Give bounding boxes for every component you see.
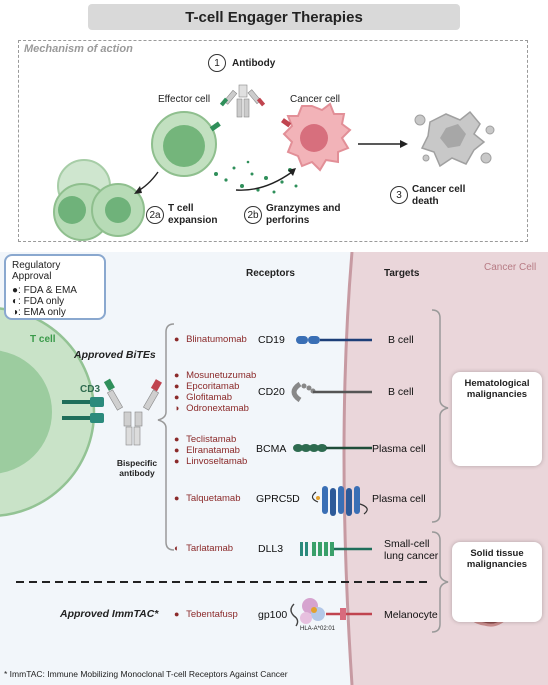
solid-tissue-card: Solid tissue malignancies bbox=[452, 542, 542, 622]
drug-entry: ● Blinatumomab bbox=[174, 334, 247, 345]
drug-entry: ● Epcoritamab bbox=[174, 381, 240, 392]
effector-cell-nucleus bbox=[163, 125, 205, 167]
bites-brace bbox=[157, 323, 175, 551]
regulatory-legend: Regulatory Approval ●: FDA & EMA ◐: FDA … bbox=[4, 254, 106, 320]
receptor-bcma: BCMA bbox=[256, 443, 287, 455]
approved-immtac-label: Approved ImmTAC* bbox=[60, 608, 159, 620]
drug-entry: ● Teclistamab bbox=[174, 434, 237, 445]
drug-entry: ● Mosunetuzumab bbox=[174, 370, 257, 381]
receptors-header: Receptors bbox=[246, 268, 295, 279]
drug-entry: ● Tebentafusp bbox=[174, 609, 238, 620]
target-cd20: B cell bbox=[388, 386, 414, 398]
target-dll3: Small-cell lung cancer bbox=[384, 538, 439, 562]
cd3-label: CD3 bbox=[80, 384, 101, 395]
effector-cell-label: Effector cell bbox=[158, 94, 211, 105]
drug-entry: ● Talquetamab bbox=[174, 493, 241, 504]
fda-ema-label: : FDA & EMA bbox=[18, 285, 77, 296]
cancer-cell-label: Cancer cell bbox=[290, 94, 341, 105]
cd20-receptor-icon bbox=[291, 381, 372, 403]
fda-only-symbol: ◐ bbox=[12, 296, 19, 307]
t-cell-label: T cell bbox=[30, 334, 56, 345]
footnote: * ImmTAC: Immune Mobilizing Monoclonal T… bbox=[4, 669, 288, 679]
solid-brace bbox=[431, 531, 449, 633]
expanded-t-cell-nucleus bbox=[105, 197, 131, 223]
ema-only-label: : EMA only bbox=[18, 307, 66, 318]
step-2b-label: Granzymes and perforins bbox=[266, 203, 341, 226]
receptor-cd19: CD19 bbox=[258, 334, 285, 346]
drug-entry: ● Elranatamab bbox=[174, 445, 240, 456]
fda-only-label: : FDA only bbox=[18, 296, 65, 307]
step-2a-marker: 2a bbox=[146, 206, 164, 224]
page-title: T-cell Engager Therapies bbox=[88, 4, 460, 30]
expanded-t-cell-nucleus bbox=[58, 196, 86, 224]
drug-entry: ◑ Odronextamab bbox=[174, 403, 249, 414]
step-1-marker: 1 bbox=[208, 54, 226, 72]
cd19-receptor-icon bbox=[296, 336, 372, 344]
t-cell-nucleus bbox=[0, 350, 52, 474]
step-2a-label: T cell expansion bbox=[168, 203, 218, 226]
target-gp100: Melanocyte bbox=[384, 609, 438, 621]
target-bcma: Plasma cell bbox=[372, 443, 426, 455]
receptor-gp100: gp100 bbox=[258, 609, 288, 621]
cancer-cell-region-label: Cancer Cell bbox=[484, 262, 537, 273]
drug-entry: ● Linvoseltamab bbox=[174, 456, 248, 467]
step-3-marker: 3 bbox=[390, 186, 408, 204]
gp100-receptor-icon bbox=[290, 598, 372, 627]
step-3-label: Cancer cell death bbox=[412, 184, 466, 207]
hematological-label: Hematological malignancies bbox=[464, 378, 530, 400]
receptor-cd20: CD20 bbox=[258, 386, 285, 398]
ema-only-symbol: ◑ bbox=[12, 307, 19, 318]
step-1-label: Antibody bbox=[232, 58, 276, 69]
granzyme-arrow bbox=[235, 171, 293, 191]
bispecific-antibody-icon bbox=[219, 84, 266, 118]
receptor-dll3: DLL3 bbox=[258, 543, 284, 555]
drug-entry: ● Glofitamab bbox=[174, 392, 233, 403]
fda-ema-symbol: ● bbox=[12, 285, 19, 296]
step-2b-marker: 2b bbox=[244, 206, 262, 224]
heme-brace bbox=[431, 309, 449, 523]
cancer-cell-nucleus bbox=[300, 124, 328, 152]
dll3-receptor-icon bbox=[300, 542, 372, 556]
bispecific-antibody-icon bbox=[103, 378, 162, 446]
drug-entry: ◐ Tarlatamab bbox=[174, 543, 234, 554]
bispecific-antibody-label: Bispecific antibody bbox=[116, 458, 158, 478]
target-gprc5d: Plasma cell bbox=[372, 493, 426, 505]
mechanism-box bbox=[18, 40, 528, 242]
hematological-card: Hematological malignancies bbox=[452, 372, 542, 466]
approved-bites-label: Approved BiTEs bbox=[74, 349, 156, 361]
target-cd19: B cell bbox=[388, 334, 414, 346]
targets-header: Targets bbox=[384, 268, 420, 279]
granzyme-dots bbox=[214, 160, 298, 194]
mechanism-illustration bbox=[53, 84, 495, 241]
receptor-gprc5d: GPRC5D bbox=[256, 493, 300, 505]
hla-label: HLA-A*02:01 bbox=[300, 626, 336, 632]
gprc5d-receptor-icon bbox=[311, 486, 368, 516]
mechanism-label: Mechanism of action bbox=[24, 43, 133, 55]
bcma-receptor-icon bbox=[293, 444, 372, 452]
regulatory-title: Regulatory Approval bbox=[12, 260, 61, 282]
solid-tissue-label: Solid tissue malignancies bbox=[466, 548, 528, 570]
